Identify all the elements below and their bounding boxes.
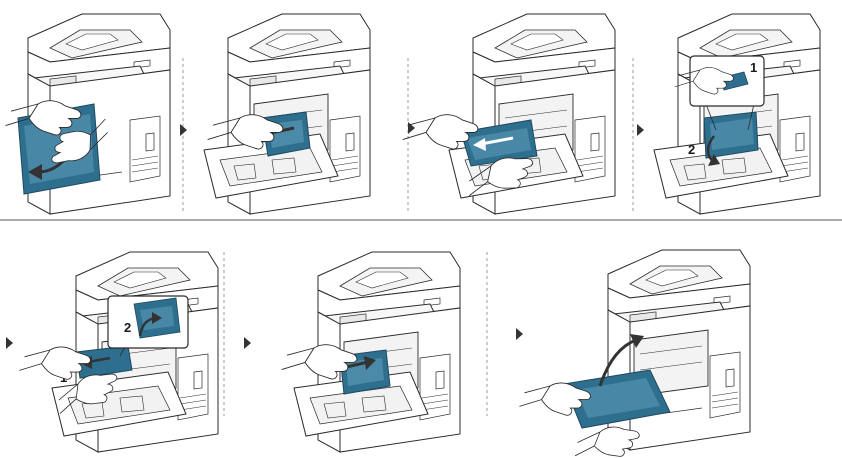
step-7-panel bbox=[518, 249, 751, 458]
step-4-panel: 2 1 bbox=[653, 13, 821, 215]
step-5-panel: 1 2 bbox=[18, 251, 219, 453]
callout-2: 2 bbox=[124, 320, 131, 335]
step-arrow-icon bbox=[516, 328, 523, 340]
step-6-panel bbox=[281, 251, 461, 453]
callout-1: 1 bbox=[750, 60, 757, 75]
step-1-panel bbox=[5, 13, 171, 215]
step-3-panel bbox=[402, 13, 616, 215]
step-arrow-icon bbox=[6, 337, 13, 349]
step-arrow-icon bbox=[637, 124, 644, 136]
callout-2: 2 bbox=[688, 142, 695, 157]
curved-arrow-icon bbox=[598, 338, 637, 387]
step-arrow-icon bbox=[244, 337, 251, 349]
step-2-panel bbox=[203, 13, 371, 215]
